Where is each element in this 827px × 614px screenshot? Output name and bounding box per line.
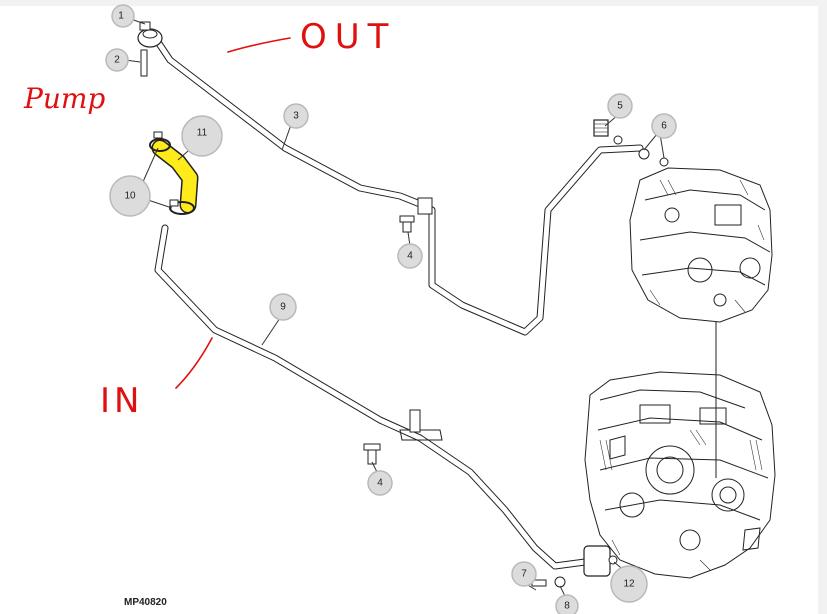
callout-11: 11 (181, 115, 223, 157)
annotation-out-dash (227, 37, 291, 53)
callout-label-5: 5 (617, 101, 623, 112)
annotation-out: OUT (227, 17, 396, 57)
callout-4-lower: 4 (367, 470, 393, 496)
diagram-paper (0, 6, 818, 614)
transmission-fitting (531, 545, 618, 588)
callout-7: 7 (511, 561, 537, 587)
callout-4-upper: 4 (397, 243, 423, 269)
callout-label-12: 12 (623, 579, 635, 590)
callout-5: 5 (607, 93, 633, 119)
callout-label-4-upper: 4 (407, 251, 413, 262)
annotation-in-dash (175, 337, 213, 389)
annotation-out-text: OUT (300, 17, 396, 57)
callout-label-10: 10 (124, 191, 136, 202)
callout-2: 2 (105, 48, 129, 72)
annotation-in-text: IN (100, 381, 143, 421)
callout-label-6: 6 (661, 121, 667, 132)
annotation-in: IN (100, 337, 213, 421)
figure-id: MP40820 (124, 597, 167, 608)
callout-label-1: 1 (118, 11, 124, 22)
callout-label-3: 3 (293, 111, 299, 122)
transmission-housing (584, 371, 776, 579)
callout-label-8: 8 (564, 601, 570, 612)
hydraulic-pump (629, 167, 773, 323)
callout-label-11: 11 (197, 128, 208, 139)
suction-line (154, 224, 589, 570)
hose-clamp-lower (169, 199, 195, 215)
pump-inlet-hose (151, 139, 199, 214)
callout-3: 3 (283, 103, 309, 129)
callout-9: 9 (269, 293, 297, 321)
pump-fitting (593, 119, 669, 167)
callout-1: 1 (111, 4, 135, 28)
pipe-clamp-upper (399, 197, 433, 233)
callout-label-2: 2 (114, 55, 120, 66)
callout-12: 12 (610, 565, 648, 603)
callout-label-9: 9 (280, 302, 286, 313)
callout-label-7: 7 (521, 569, 527, 580)
callout-6: 6 (651, 113, 677, 139)
callout-label-4-lower: 4 (377, 478, 383, 489)
pipe-clamp-lower (363, 409, 443, 465)
annotation-pump: Pump (23, 82, 105, 115)
upper-fitting (137, 21, 163, 77)
hose-clamp-upper (149, 131, 171, 152)
hose-highlight (153, 141, 197, 212)
callout-10: 10 (109, 175, 151, 217)
pressure-line (154, 38, 644, 336)
callout-8: 8 (555, 594, 579, 614)
annotation-pump-text: Pump (23, 82, 105, 115)
